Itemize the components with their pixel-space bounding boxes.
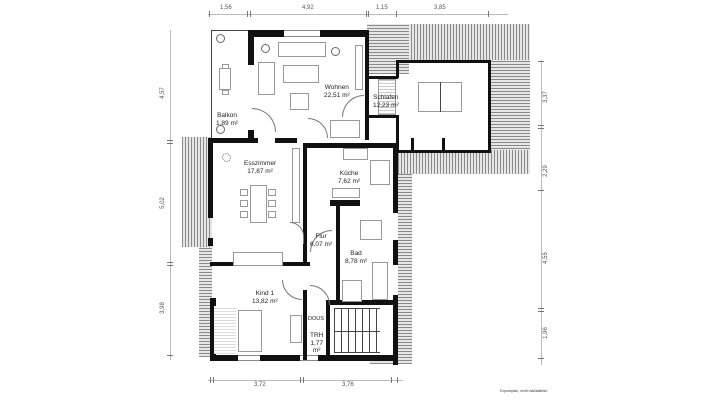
door-icon bbox=[308, 118, 328, 138]
dim-left-2: 5,02 bbox=[159, 197, 166, 209]
dim-top-1: 1,56 bbox=[220, 5, 232, 11]
dim-top-2: 4,92 bbox=[302, 5, 314, 11]
staircase bbox=[334, 332, 380, 353]
bed bbox=[238, 310, 262, 352]
room-label-dous: DOUS bbox=[308, 316, 324, 322]
sink bbox=[332, 188, 360, 198]
dim-bottom-1: 3,72 bbox=[254, 382, 266, 388]
sideboard bbox=[292, 148, 300, 223]
sofa bbox=[278, 42, 326, 57]
plant-icon bbox=[216, 125, 225, 134]
wardrobe bbox=[233, 252, 283, 266]
staircase bbox=[334, 308, 380, 332]
dim-left-3: 3,98 bbox=[159, 302, 166, 314]
dim-left-1: 4,57 bbox=[159, 87, 166, 99]
sideboard bbox=[355, 45, 363, 90]
disclaimer-note: Exposeplan, nicht maßstäblich bbox=[500, 389, 548, 393]
bathtub bbox=[372, 262, 388, 300]
door-icon bbox=[282, 280, 302, 300]
roof-slope-left bbox=[182, 137, 212, 247]
balcony-table bbox=[219, 68, 231, 90]
shower bbox=[342, 280, 362, 302]
dining-table bbox=[250, 185, 267, 223]
roof-slope-right bbox=[398, 174, 412, 364]
dim-right-4: 1,96 bbox=[542, 327, 549, 339]
dim-top-4: 3,85 bbox=[434, 5, 446, 11]
stove bbox=[343, 148, 368, 160]
plant-icon bbox=[261, 44, 270, 53]
armchair-sofa bbox=[258, 62, 275, 95]
toilet bbox=[360, 220, 382, 240]
counter bbox=[370, 160, 390, 185]
desk bbox=[290, 315, 302, 343]
roof-slope-left-lower bbox=[199, 247, 212, 357]
dim-right-2: 2,29 bbox=[542, 165, 549, 177]
dim-top-3: 1,15 bbox=[376, 5, 388, 11]
door-icon bbox=[290, 222, 304, 244]
plant-icon bbox=[331, 47, 340, 56]
coffee-table bbox=[283, 65, 319, 83]
dim-right-3: 4,55 bbox=[542, 252, 549, 264]
plant-icon bbox=[216, 34, 225, 43]
dim-bottom-2: 3,76 bbox=[342, 382, 354, 388]
door-icon bbox=[310, 285, 330, 305]
armchair bbox=[290, 93, 309, 110]
plant-icon bbox=[222, 153, 231, 162]
dim-right-1: 3,37 bbox=[542, 91, 549, 103]
door-icon bbox=[252, 108, 276, 132]
